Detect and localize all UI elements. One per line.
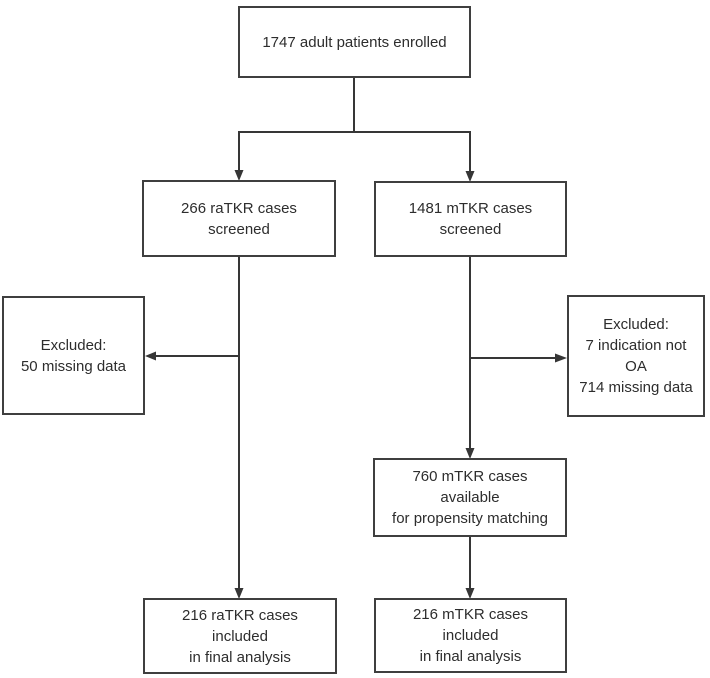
node-propensity-matching: 760 mTKR cases available for propensity … [373, 458, 567, 537]
arrowhead [145, 351, 156, 361]
node-text-line: for propensity matching [392, 510, 548, 527]
node-text-line: 714 missing data [579, 379, 693, 396]
node-text-line: Excluded: [40, 336, 107, 354]
node-text-line: in final analysis [189, 648, 291, 666]
node-text-line: 50 missing data [20, 357, 127, 375]
node-excluded-ratkr: Excluded: 50 missing data [2, 296, 145, 415]
node-mtkr-screened: 1481 mTKR cases screened [374, 181, 567, 257]
node-text-line: 7 indication not OA [585, 337, 687, 375]
arrowhead [465, 171, 475, 182]
arrowhead [555, 353, 567, 363]
arrowhead [234, 170, 244, 181]
node-text-line: 760 mTKR cases available [412, 468, 528, 506]
node-text-line: 216 mTKR cases included [412, 606, 529, 644]
node-text-line: 1747 adult patients enrolled [262, 33, 447, 51]
node-text-line: 266 raTKR cases screened [181, 199, 297, 238]
node-text-line: 216 raTKR cases included [182, 606, 298, 645]
node-ratkr-screened: 266 raTKR cases screened [142, 180, 336, 257]
node-text-line: 1481 mTKR cases screened [408, 200, 533, 238]
arrowhead [465, 448, 475, 459]
arrowhead [465, 588, 475, 599]
node-text-line: Excluded: [603, 316, 669, 333]
node-enrolled: 1747 adult patients enrolled [238, 6, 471, 78]
node-text-line: in final analysis [419, 648, 522, 665]
node-mtkr-final: 216 mTKR cases included in final analysi… [374, 598, 567, 673]
arrowhead [234, 588, 244, 599]
node-excluded-mtkr: Excluded: 7 indication not OA 714 missin… [567, 295, 705, 417]
node-ratkr-final: 216 raTKR cases included in final analys… [143, 598, 337, 674]
